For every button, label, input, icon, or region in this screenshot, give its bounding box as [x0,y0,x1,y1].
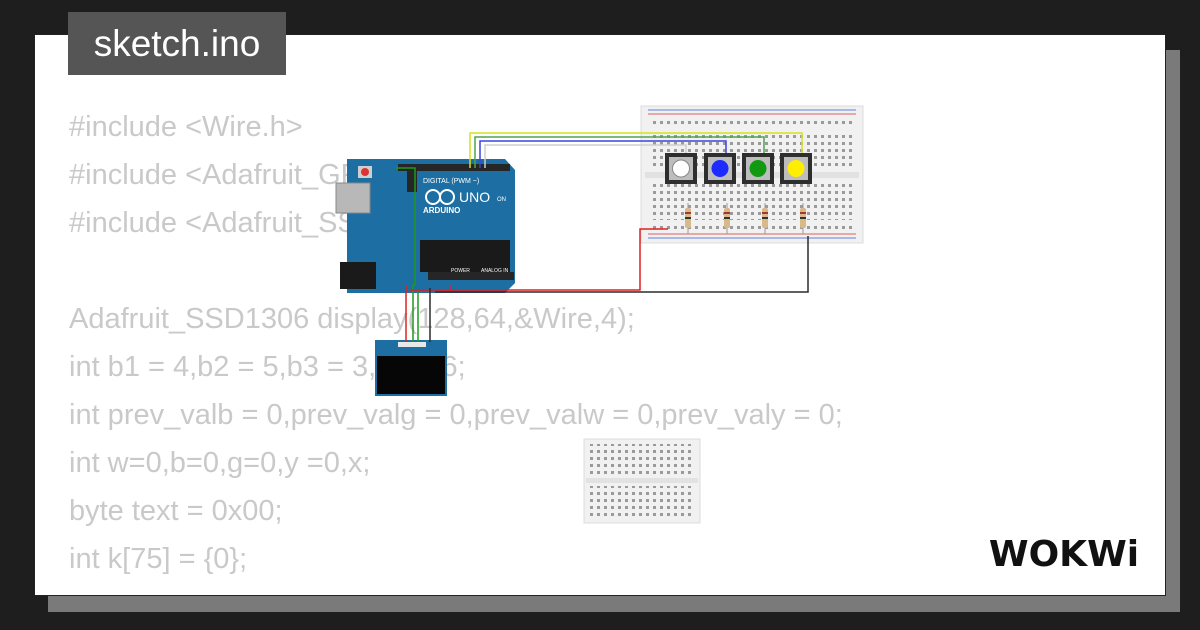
arduino-model: UNO [459,189,490,205]
on-label: ON [497,197,506,203]
pushbutton-yellow[interactable] [780,153,812,184]
analog-label: ANALOG IN [481,268,509,274]
resistor-2[interactable] [724,203,730,234]
resistor-1[interactable] [685,203,691,234]
arduino-uno-board[interactable]: DIGITAL (PWM ~) UNO ARDUINO ON POWER ANA… [335,159,515,293]
arduino-brand: ARDUINO [423,206,460,215]
code-line: byte text = 0x00; [69,495,283,527]
code-line: Adafruit_SSD1306 display(128,64,&Wire,4)… [69,303,635,335]
resistor-3[interactable] [762,203,768,234]
code-line: #include <Wire.h> [69,111,303,143]
arduino-logo-icon [425,189,455,205]
power-label: POWER [451,268,470,274]
code-line: int w=0,b=0,g=0,y =0,x; [69,447,371,479]
pushbutton-blue[interactable] [704,153,736,184]
breadboard-small[interactable] [583,438,701,524]
code-line: int prev_valb = 0,prev_valg = 0,prev_val… [69,399,843,431]
file-tab-sketch[interactable]: sketch.ino [68,12,286,75]
oled-display[interactable] [375,340,447,396]
wokwi-logo-text: WOKWi [989,534,1139,575]
resistor-4[interactable] [800,203,806,234]
wires [396,132,809,342]
pushbutton-green[interactable] [742,153,774,184]
pushbutton-white[interactable] [665,153,697,184]
code-line: int sum = 0, c = 0; [69,583,843,595]
digital-label: DIGITAL (PWM ~) [423,178,479,185]
diagram-card: #include <Wire.h>#include <Adafruit_GFX.… [34,34,1166,596]
wokwi-logo: WOKWi [989,534,1139,575]
code-line: int k[75] = {0}; [69,543,248,575]
